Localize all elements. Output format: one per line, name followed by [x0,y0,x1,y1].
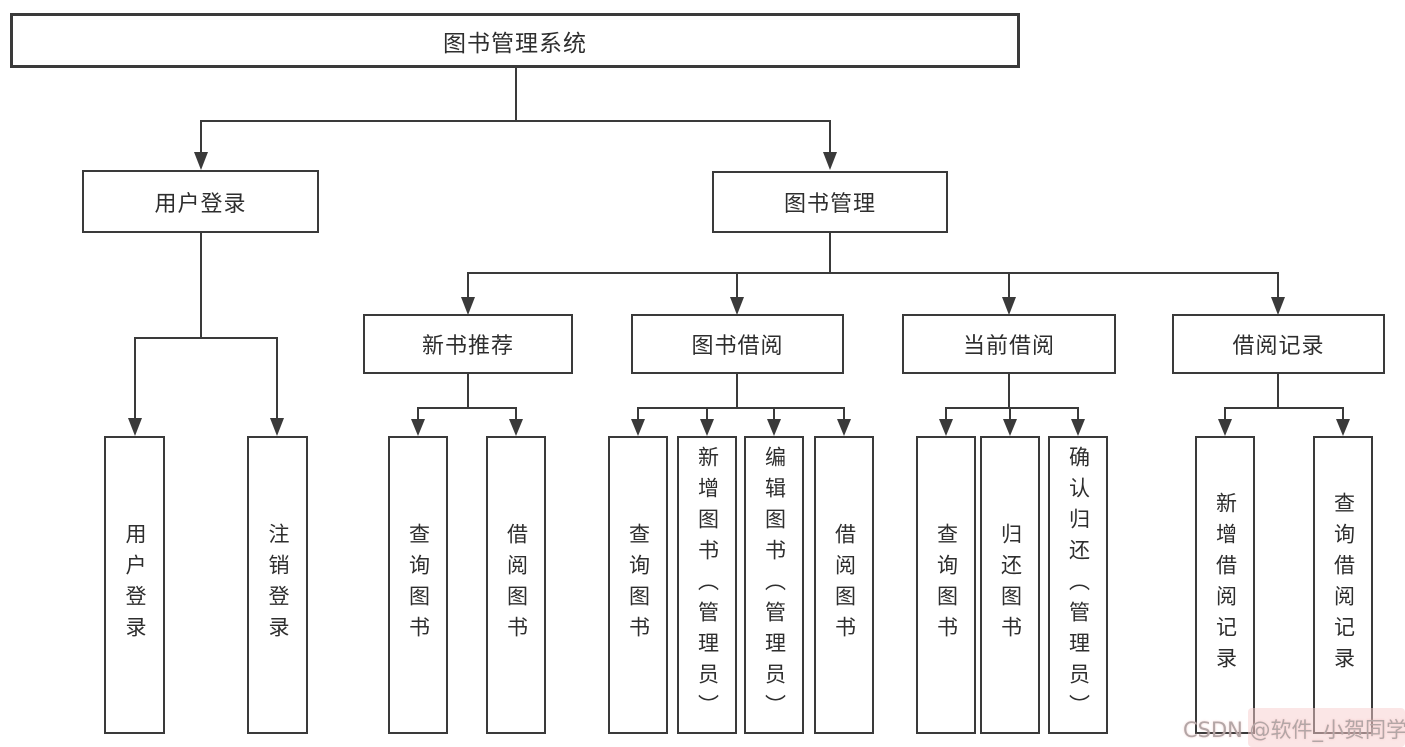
connector-line [829,120,831,153]
arrow-down-icon [128,418,142,436]
arrow-down-icon [411,419,425,436]
node-new-book-recommendation: 新书推荐 [363,314,573,374]
leaf-query-books-recommend: 查询图书 [388,436,448,734]
connector-line [637,407,639,420]
arrow-down-icon [700,419,714,436]
leaf-return-books: 归还图书 [980,436,1040,734]
leaf-query-books-borrowing: 查询图书 [608,436,668,734]
connector-line [1224,407,1226,420]
connector-line [134,337,136,419]
arrow-down-icon [631,419,645,436]
leaf-confirm-return-admin: 确认归还（管理员） [1048,436,1108,734]
connector-line [515,407,517,420]
connector-line [1277,374,1279,409]
connector-line [706,407,708,420]
arrow-down-icon [194,152,208,170]
connector-line [1009,407,1011,420]
connector-line [200,233,202,339]
leaf-query-borrow-record: 查询借阅记录 [1313,436,1373,734]
connector-line [945,407,947,420]
arrow-down-icon [837,419,851,436]
connector-line [736,272,738,298]
leaf-add-borrow-record: 新增借阅记录 [1195,436,1255,734]
connector-line [773,407,775,420]
arrow-down-icon [1336,419,1350,436]
node-borrowing-records: 借阅记录 [1172,314,1385,374]
connector-line [1008,374,1010,409]
connector-line [1277,272,1279,298]
arrow-down-icon [461,297,475,315]
leaf-borrow-books: 借阅图书 [814,436,874,734]
connector-line [1008,272,1010,298]
arrow-down-icon [1003,419,1017,436]
leaf-query-books-current: 查询图书 [916,436,976,734]
connector-line [1224,407,1344,409]
watermark-highlight [1248,708,1405,747]
arrow-down-icon [939,419,953,436]
connector-line [1077,407,1079,420]
connector-line [467,272,1279,274]
connector-line [829,233,831,274]
connector-line [417,407,419,420]
connector-line [736,374,738,409]
connector-line [200,120,202,153]
arrow-down-icon [1002,297,1016,315]
leaf-user-login: 用户登录 [104,436,165,734]
arrow-down-icon [1218,419,1232,436]
connector-line [637,407,845,409]
connector-line [417,407,517,409]
arrow-down-icon [767,419,781,436]
connector-line [945,407,1079,409]
connector-line [134,337,278,339]
connector-line [1342,407,1344,420]
node-book-borrowing: 图书借阅 [631,314,844,374]
arrow-down-icon [823,152,837,170]
node-current-borrowing: 当前借阅 [902,314,1116,374]
connector-line [467,374,469,409]
connector-line [843,407,845,420]
connector-line [467,272,469,298]
arrow-down-icon [509,419,523,436]
node-user-login-module: 用户登录 [82,170,319,233]
connector-line [200,120,831,122]
arrow-down-icon [270,418,284,436]
leaf-add-book-admin: 新增图书（管理员） [677,436,737,734]
arrow-down-icon [730,297,744,315]
watermark-text: CSDN @软件_小贺同学 [1183,718,1405,742]
arrow-down-icon [1271,297,1285,315]
node-book-management-module: 图书管理 [712,171,948,233]
connector-line [276,337,278,419]
leaf-edit-book-admin: 编辑图书（管理员） [744,436,804,734]
node-root-system: 图书管理系统 [10,13,1020,68]
connector-line [515,68,517,122]
arrow-down-icon [1071,419,1085,436]
leaf-borrow-books-recommend: 借阅图书 [486,436,546,734]
leaf-logout: 注销登录 [247,436,308,734]
